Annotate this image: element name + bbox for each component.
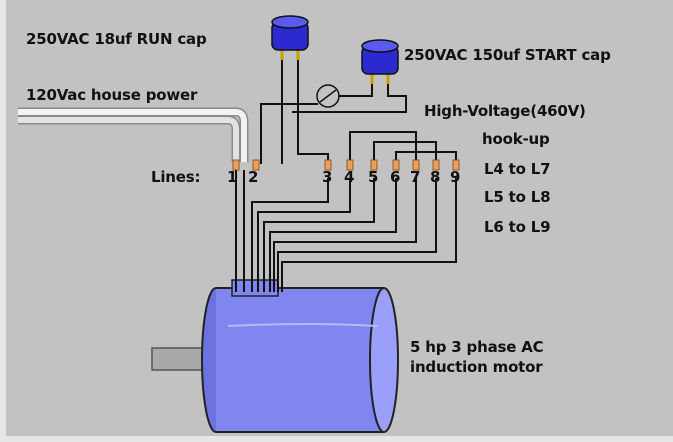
- motor-label-line1: 5 hp 3 phase AC: [410, 338, 544, 356]
- terminal-marker-7: [412, 159, 420, 171]
- terminal-label-9: 9: [450, 168, 461, 186]
- house-power-cord: [18, 107, 249, 162]
- terminal-marker-3: [324, 159, 332, 171]
- motor-label-line2: induction motor: [410, 358, 543, 376]
- terminal-label-1: 1: [227, 168, 238, 186]
- start-capacitor: [361, 39, 399, 84]
- terminal-label-8: 8: [430, 168, 441, 186]
- wiring-diagram: [18, 15, 460, 433]
- motor: [151, 279, 399, 433]
- terminal-label-3: 3: [322, 168, 333, 186]
- terminal-marker-5: [370, 159, 378, 171]
- motor-junction-box: [231, 279, 279, 297]
- terminal-marker-4: [346, 159, 354, 171]
- terminal-label-2: 2: [248, 168, 259, 186]
- motor-body: [216, 288, 384, 432]
- terminal-marker-9: [452, 159, 460, 171]
- start-relay-switch: [316, 84, 340, 108]
- hookup-label: hook-up: [482, 130, 550, 148]
- start-cap-label: 250VAC 150uf START cap: [404, 46, 611, 64]
- terminal-marker-1: [232, 159, 240, 171]
- run-cap-label: 250VAC 18uf RUN cap: [26, 30, 207, 48]
- l6-l9-label: L6 to L9: [484, 218, 551, 236]
- terminal-marker-6: [392, 159, 400, 171]
- motor-body-right-end: [369, 287, 399, 433]
- l5-l8-label: L5 to L8: [484, 188, 551, 206]
- lines-label: Lines:: [151, 168, 201, 186]
- terminal-label-5: 5: [368, 168, 379, 186]
- run-capacitor: [271, 15, 309, 60]
- terminal-markers: [232, 159, 460, 171]
- high-voltage-label: High-Voltage(460V): [424, 102, 586, 120]
- terminal-label-4: 4: [344, 168, 355, 186]
- wiring: [235, 60, 457, 292]
- terminal-marker-8: [432, 159, 440, 171]
- l4-l7-label: L4 to L7: [484, 160, 551, 178]
- terminal-label-7: 7: [410, 168, 421, 186]
- terminal-marker-2: [252, 159, 260, 171]
- terminal-label-6: 6: [390, 168, 401, 186]
- house-power-label: 120Vac house power: [26, 86, 198, 104]
